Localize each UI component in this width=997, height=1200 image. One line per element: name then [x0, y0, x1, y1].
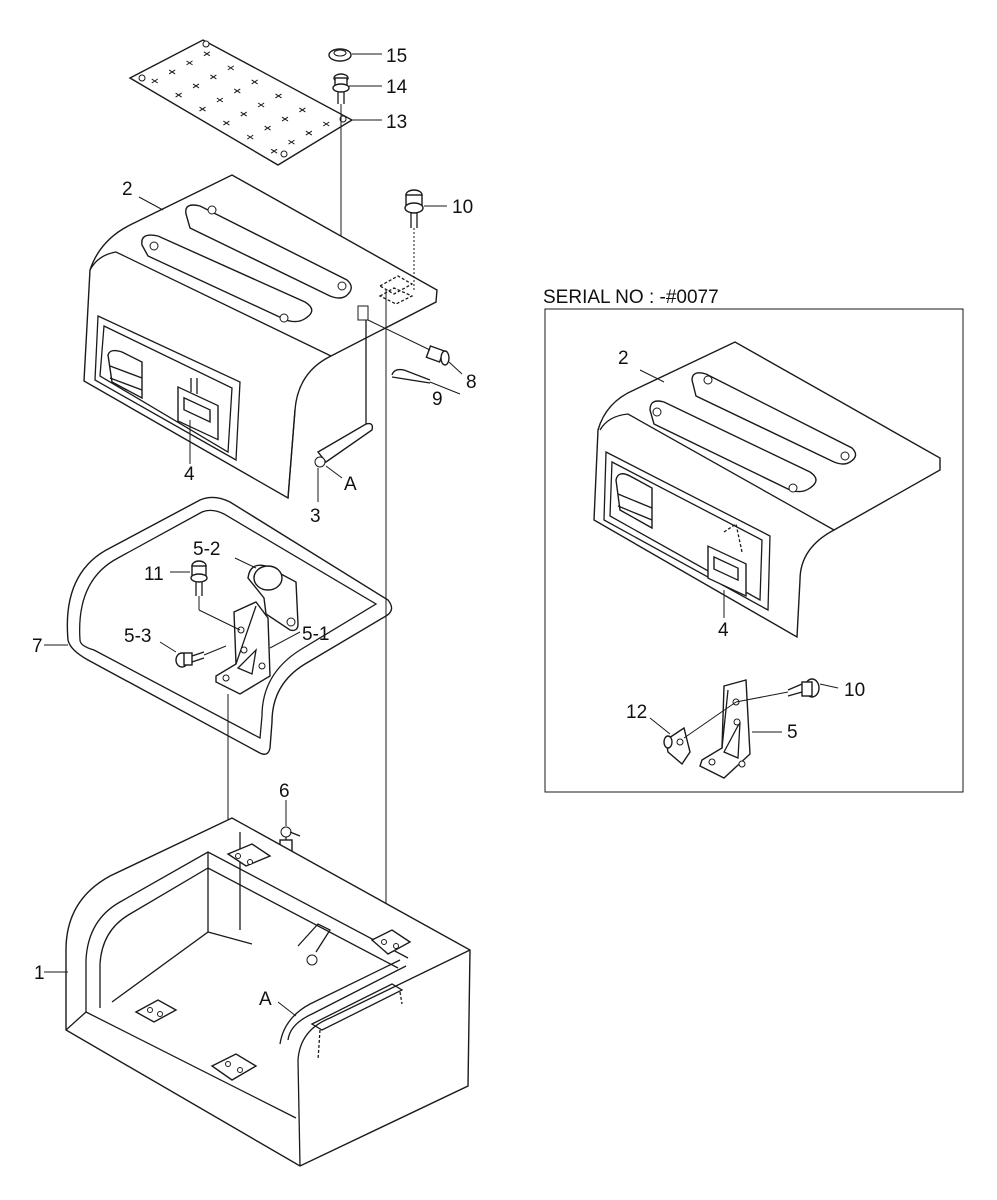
label-part-8: 8 — [466, 372, 477, 393]
serial-inset — [544, 308, 964, 793]
label-part-15: 15 — [386, 46, 407, 67]
plate-cross-mark — [233, 88, 241, 94]
plate-cross-mark — [240, 111, 248, 117]
label-part-1: 1 — [34, 963, 45, 984]
plate-cross-mark — [175, 92, 182, 98]
plate-cross-mark — [168, 69, 176, 75]
plate-cross-mark — [246, 134, 254, 140]
label-part-6: 6 — [279, 781, 290, 802]
plate-cross-mark — [270, 148, 278, 154]
cover-hood — [83, 174, 438, 500]
label-ref-a-bottom: A — [259, 989, 272, 1010]
plate-cross-mark — [257, 102, 265, 108]
label-part-14: 14 — [386, 77, 408, 98]
plate-cross-mark — [210, 74, 217, 80]
label-part-9: 9 — [432, 389, 443, 410]
label-part-3: 3 — [310, 506, 321, 527]
stay-3 — [314, 320, 374, 502]
label-ref-a-top: A — [344, 474, 357, 495]
bolt-11 — [170, 560, 241, 631]
plate-cross-mark — [275, 93, 282, 99]
plate-cross-mark — [322, 121, 330, 127]
label-part-11: 11 — [144, 564, 164, 585]
base-box-1 — [44, 817, 471, 1167]
plate-cross-mark — [216, 97, 224, 103]
label-part-2: 2 — [122, 179, 133, 200]
washer-15 — [328, 48, 382, 62]
pin-8 — [367, 319, 463, 375]
plate-cross-mark — [299, 107, 306, 113]
label-part-7: 7 — [32, 636, 43, 657]
plate-cross-mark — [288, 139, 295, 145]
plate-cross-mark — [192, 83, 200, 89]
inset-label-part-10: 10 — [844, 680, 865, 701]
plate-cross-mark — [203, 51, 211, 57]
plate-cross-mark — [251, 79, 258, 85]
label-part-5-1: 5-1 — [302, 624, 329, 645]
plate-cross-mark — [227, 65, 235, 71]
bracket-5-1 — [215, 601, 301, 695]
label-part-13: 13 — [386, 112, 407, 133]
plate-cross-mark — [186, 60, 193, 66]
label-part-4: 4 — [184, 464, 195, 485]
plate-cross-mark — [199, 106, 206, 112]
plate-cross-mark — [264, 125, 271, 131]
label-part-5-3: 5-3 — [124, 626, 151, 647]
label-part-10: 10 — [452, 197, 473, 218]
inset-label-part-4: 4 — [718, 620, 729, 641]
inset-label-part-12: 12 — [626, 702, 647, 723]
inset-serial-header: SERIAL NO : -#0077 — [543, 287, 719, 308]
frame-7 — [44, 496, 393, 755]
plate-cross-mark — [151, 78, 159, 84]
bolt-14 — [332, 73, 382, 104]
bolt-10 — [404, 189, 447, 290]
inset-label-part-5: 5 — [787, 722, 798, 743]
bolt-5-3 — [159, 641, 227, 668]
step-plate — [128, 39, 354, 166]
plate-cross-mark — [223, 120, 230, 126]
inset-label-part-2: 2 — [618, 348, 629, 369]
clip-9 — [391, 368, 461, 395]
plate-cross-mark — [281, 116, 289, 122]
hinge-5-2 — [234, 557, 299, 632]
label-part-5-2: 5-2 — [193, 539, 220, 560]
plate-cross-mark — [305, 130, 313, 136]
